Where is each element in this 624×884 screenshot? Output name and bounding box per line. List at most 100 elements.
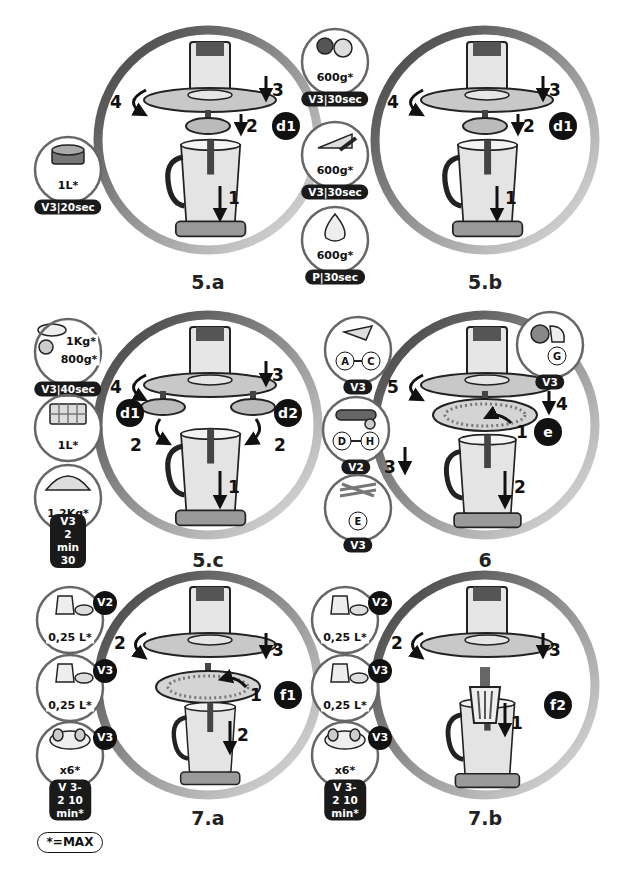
tool-badge: f2: [544, 691, 572, 719]
inset-outline: [300, 205, 370, 275]
quantity-text: 0,25 L*: [46, 699, 94, 712]
quantity-text: x6*: [333, 764, 358, 777]
callout-number: 2: [246, 117, 258, 135]
callout-number: 2: [130, 436, 142, 454]
quantity-text: x6*: [58, 764, 83, 777]
inset-circle: 1L*V3|20sec: [33, 135, 103, 205]
callout-number: 2: [523, 117, 535, 135]
figure-label: 6: [478, 551, 491, 569]
tool-badge: d2: [274, 399, 302, 427]
setting-band: V 3-2 10 min*: [324, 780, 366, 821]
callout-number: 3: [272, 366, 284, 384]
callout-number: 3: [549, 81, 561, 99]
tool-code: d2: [278, 405, 298, 421]
tool-code: e: [543, 424, 553, 440]
inset-outline: [515, 310, 585, 380]
quantity-text: 600g*: [315, 249, 356, 262]
speed-badge: V3: [93, 659, 117, 683]
callout-number: 1: [505, 189, 517, 207]
quantity-text: 600g*: [315, 164, 356, 177]
speed-badge: V3: [93, 726, 117, 750]
inset-circle: x6*V3V 3-2 10 min*: [310, 720, 380, 790]
inset-circle: GV3: [515, 310, 585, 380]
callout-number: 2: [391, 634, 403, 652]
setting-band: V3: [343, 380, 372, 395]
callout-number: 2: [274, 436, 286, 454]
setting-band: V3|20sec: [34, 200, 101, 215]
callout-number: 1: [511, 714, 523, 732]
inset-circle: EV3: [323, 473, 393, 543]
assembly-6: [375, 315, 595, 535]
disc-letter: C: [362, 352, 381, 371]
inset-pictures: [35, 29, 583, 788]
quantity-text: 600g*: [315, 71, 356, 84]
tool-code: f2: [550, 697, 566, 713]
callout-number: 1: [516, 423, 528, 441]
disc-letter: H: [361, 432, 380, 451]
callout-number: 5: [387, 378, 399, 396]
assembly-5c: [98, 315, 318, 535]
callout-number: 4: [556, 395, 568, 413]
tool-badge: d1: [272, 112, 300, 140]
figure-label: 5.b: [468, 273, 502, 291]
callout-number: 2: [514, 478, 526, 496]
tool-badge: d1: [549, 112, 577, 140]
inset-outline: [321, 395, 391, 465]
quantity-text: 0,25 L*: [321, 699, 369, 712]
setting-band: V3: [535, 375, 564, 390]
inset-outline: [33, 135, 103, 205]
tool-code: d1: [553, 118, 573, 134]
callout-number: 3: [272, 81, 284, 99]
callout-number: 1: [228, 189, 240, 207]
note-text: *=MAX: [47, 835, 94, 850]
quantity-text: 1L*: [56, 439, 80, 452]
inset-circle: 600g*P|30sec: [300, 205, 370, 275]
callout-number: 4: [110, 93, 122, 111]
inset-circle: 1L*: [33, 393, 103, 463]
inset-circle: 1,2Kg*V3 2 min 30: [33, 463, 103, 533]
inset-outline: [300, 120, 370, 190]
figure-label: 7.a: [191, 809, 224, 827]
setting-band: V3|30sec: [301, 92, 368, 107]
inset-circle: 0,25 L*V3: [35, 653, 105, 723]
callout-number: 2: [237, 726, 249, 744]
inset-outline: [323, 315, 393, 385]
callout-number: 1: [250, 686, 262, 704]
speed-badge: V3: [368, 726, 392, 750]
quantity-text: 1Kg*: [64, 335, 98, 348]
speed-badge: V2: [93, 591, 117, 615]
tool-code: f1: [280, 687, 296, 703]
setting-band: V3 2 min 30: [50, 514, 86, 568]
speed-badge: V2: [368, 591, 392, 615]
figure-label: 5.a: [191, 273, 224, 291]
setting-band: V 3-2 10 min*: [49, 780, 91, 821]
inset-circle: 1Kg*800g*V3|40sec: [33, 317, 103, 387]
callout-number: 4: [387, 93, 399, 111]
tool-code: d1: [120, 405, 140, 421]
callout-number: 1: [228, 478, 240, 496]
quantity-text: 1L*: [56, 179, 80, 192]
callout-number: 3: [549, 641, 561, 659]
setting-band: V2: [341, 460, 370, 475]
setting-band: V3|30sec: [301, 185, 368, 200]
inset-circle: 600g*V3|30sec: [300, 27, 370, 97]
inset-circle: 0,25 L*V2: [35, 585, 105, 655]
disc-letter: E: [349, 512, 368, 531]
inset-circle: x6*V3V 3-2 10 min*: [35, 720, 105, 790]
disc-letter: G: [548, 347, 567, 366]
assembly-7b: [375, 575, 595, 795]
inset-circle: 600g*V3|30sec: [300, 120, 370, 190]
figure-label: 5.c: [192, 551, 224, 569]
tool-badge: f1: [274, 681, 302, 709]
inset-outline: [33, 393, 103, 463]
inset-circle: ACV3: [323, 315, 393, 385]
quantity-text: 0,25 L*: [46, 631, 94, 644]
assembly-5a: [98, 30, 318, 250]
quantity-text: 800g*: [59, 353, 100, 366]
tool-code: d1: [276, 118, 296, 134]
callout-number: 3: [272, 641, 284, 659]
inset-circle: DHV2: [321, 395, 391, 465]
setting-band: P|30sec: [305, 270, 365, 285]
inset-outline: [300, 27, 370, 97]
